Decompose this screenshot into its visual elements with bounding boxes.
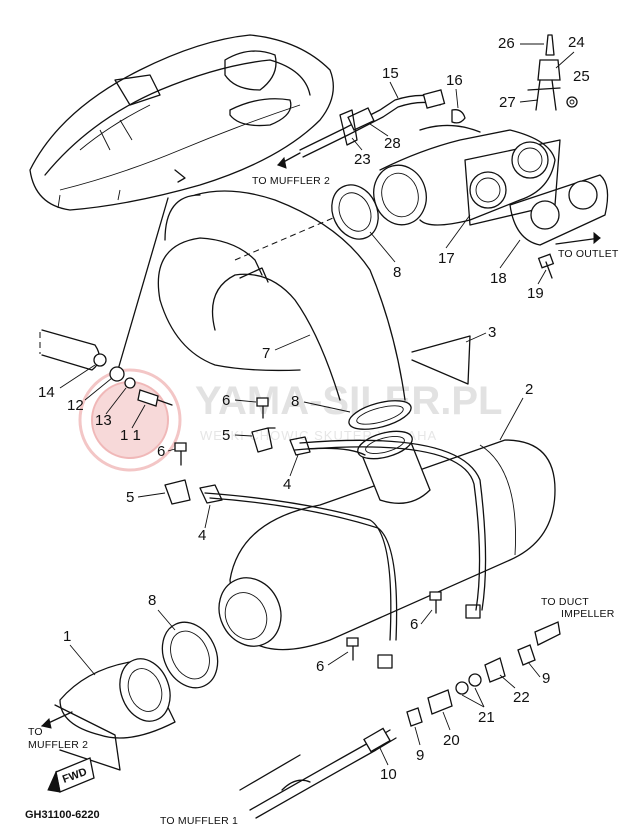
callout-6-a: 6: [222, 392, 230, 409]
muffler-chamber-1: [54, 658, 176, 771]
callouts: 26 24 25 27 15 16 28 23 17 18 19 8 7 3 2…: [38, 34, 590, 783]
exhaust-pipe-7: [157, 190, 406, 401]
callout-15: 15: [382, 65, 399, 82]
callout-4-a: 4: [283, 476, 291, 493]
brackets-5: [164, 427, 481, 669]
callout-28: 28: [384, 135, 401, 152]
callout-25: 25: [573, 68, 590, 85]
note-to-muffler-1: TO MUFFLER 1: [160, 815, 238, 824]
callout-6-b: 6: [157, 443, 165, 460]
callout-11: 1 1: [120, 427, 141, 444]
bolt-19: [537, 253, 555, 279]
small-parts-11-14: [93, 353, 173, 407]
callout-6-d: 6: [316, 658, 324, 675]
note-impeller: IMPELLER: [561, 608, 615, 620]
callout-24: 24: [568, 34, 585, 51]
callout-26: 26: [498, 35, 515, 52]
watercraft-illustration: [29, 34, 334, 381]
note-to: TO: [28, 726, 43, 738]
callout-8-lower: 8: [148, 592, 156, 609]
hose-clamp-8-lower: [161, 621, 219, 689]
cover-3: [411, 335, 471, 385]
lower-fittings: [239, 621, 561, 819]
callout-7: 7: [262, 345, 270, 362]
callout-22: 22: [513, 689, 530, 706]
callout-27: 27: [499, 94, 516, 111]
note-to-outlet: TO OUTLET: [558, 248, 619, 260]
callout-9-left: 9: [416, 747, 424, 764]
callout-16: 16: [446, 72, 463, 89]
callout-19: 19: [527, 285, 544, 302]
diagram-code: GH31100-6220: [25, 809, 100, 821]
callout-5-b: 5: [126, 489, 134, 506]
callout-10: 10: [380, 766, 397, 783]
muffler-chamber-2: [218, 430, 556, 651]
fitting-16: [451, 109, 466, 124]
callout-20: 20: [443, 732, 460, 749]
callout-6-c: 6: [410, 616, 418, 633]
callout-8-top: 8: [393, 264, 401, 281]
gasket-18: [509, 174, 609, 246]
hose-left-14: [39, 329, 100, 371]
callout-21: 21: [478, 709, 495, 726]
note-muffler-2-left: MUFFLER 2: [28, 739, 88, 751]
callout-3: 3: [488, 324, 496, 341]
callout-18: 18: [490, 270, 507, 287]
callout-2: 2: [525, 381, 533, 398]
water-hose-15: [277, 89, 446, 169]
mounting-bands-4: [199, 436, 487, 641]
callout-23: 23: [354, 151, 371, 168]
callout-13: 13: [95, 412, 112, 429]
hose-clamp-8-mid: [348, 400, 412, 430]
callout-9-right: 9: [542, 670, 550, 687]
callout-12: 12: [67, 397, 84, 414]
exhaust-manifold-17: [373, 124, 561, 226]
note-to-muffler-2-top: TO MUFFLER 2: [252, 175, 330, 187]
callout-5-a: 5: [222, 427, 230, 444]
hose-clamp-8-top: [331, 184, 379, 240]
valve-assembly-24: [527, 34, 578, 111]
bolts-6: [174, 397, 442, 661]
callout-14: 14: [38, 384, 55, 401]
callout-8-mid: 8: [291, 393, 299, 410]
fwd-arrow-icon: FWD: [47, 757, 95, 793]
callout-1: 1: [63, 628, 71, 645]
note-to-duct: TO DUCT: [541, 596, 589, 608]
callout-4-b: 4: [198, 527, 206, 544]
callout-17: 17: [438, 250, 455, 267]
